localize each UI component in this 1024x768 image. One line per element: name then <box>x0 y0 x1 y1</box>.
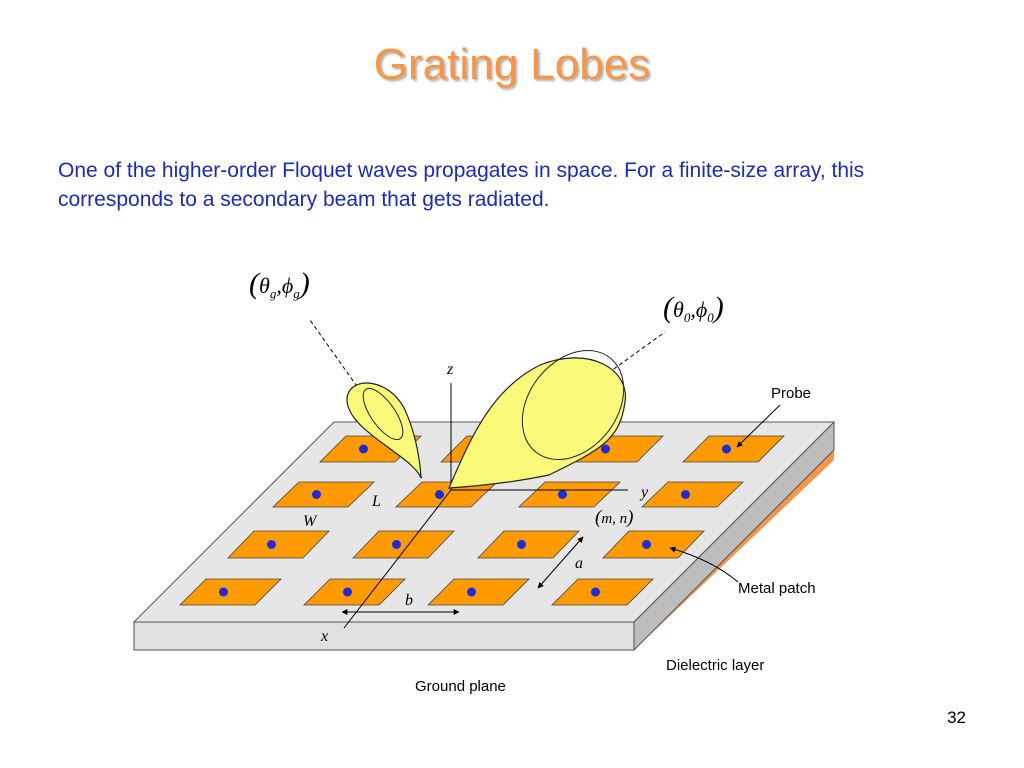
axes: z y x <box>320 361 649 645</box>
probe-dot-r3-c4 <box>642 540 651 549</box>
patch-width-label: W <box>303 513 318 530</box>
x-axis-label: x <box>320 628 328 645</box>
grating-angle-label: (θg,ϕg) <box>249 267 310 301</box>
probe-dot-r2-c2 <box>435 490 444 499</box>
probe-dot-r1-c3 <box>601 444 610 454</box>
metal-patch-leader <box>669 546 739 583</box>
probe-label: Probe <box>771 385 811 402</box>
probe-dot-r2-c3 <box>558 490 567 499</box>
dimensions: a b L W (m, n) <box>303 493 634 615</box>
mn-label: (m, n) <box>595 507 634 528</box>
metal-patch-r1-c4 <box>682 435 785 463</box>
page-number: 32 <box>947 708 966 727</box>
grating-beam-direction <box>309 319 423 479</box>
patch-length-label: L <box>371 493 381 510</box>
board-top-surface <box>132 421 836 623</box>
probe-dot-r3-c1 <box>267 540 276 549</box>
dimension-b-label: b <box>405 592 413 609</box>
probe-dot-r4-c1 <box>219 587 228 597</box>
slide-subtitle: One of the higher-order Floquet waves pr… <box>58 159 865 211</box>
metal-patch-r3-c4 <box>602 530 705 559</box>
metal-patch-r2-c1 <box>272 481 375 508</box>
metal-patch-r4-c1 <box>179 578 282 606</box>
ground-plane-label: Ground plane <box>415 678 506 695</box>
callouts: Probe Metal patch Dielectric layer Groun… <box>415 385 816 695</box>
probe-dot-r4-c2 <box>343 587 352 597</box>
slide-title: Grating Lobes <box>373 40 651 89</box>
metal-patch-r2-c4 <box>641 481 744 508</box>
probe-dot-r3-c3 <box>517 540 526 549</box>
metal-patch-r3-c2 <box>352 530 455 559</box>
y-axis-label: y <box>639 484 649 501</box>
metal-patch-r3-c1 <box>227 530 330 559</box>
probe-dot-r2-c4 <box>681 490 690 499</box>
probe-dot-r4-c4 <box>591 587 600 597</box>
grating-lobe <box>346 382 422 479</box>
main-lobe <box>448 350 626 489</box>
dimension-a-arrow <box>537 536 584 589</box>
dimension-a-label: a <box>575 555 583 572</box>
array-board <box>132 420 836 652</box>
metal-patch-label: Metal patch <box>738 580 816 597</box>
probe-dot-r1-c4 <box>722 444 731 454</box>
probe-dot-r3-c2 <box>392 540 401 549</box>
probe-leader <box>736 404 781 448</box>
z-axis-label: z <box>446 361 454 378</box>
x-axis <box>343 489 452 629</box>
metal-patch-r4-c3 <box>427 578 530 606</box>
probe-dot-r2-c1 <box>312 490 321 499</box>
dielectric-layer-label: Dielectric layer <box>666 657 764 674</box>
main-angle-label: (θ0,ϕ0) <box>663 291 724 325</box>
probe-dot-r1-c1 <box>359 444 368 454</box>
dielectric-front-face <box>133 621 635 651</box>
probe-dot-r4-c3 <box>467 587 476 597</box>
metal-patch-r4-c2 <box>303 578 406 606</box>
